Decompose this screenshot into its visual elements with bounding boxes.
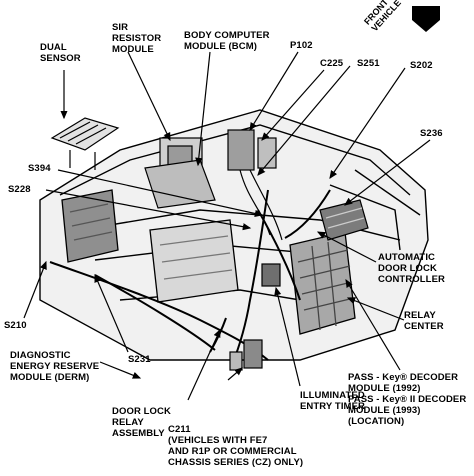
label-s251: S251 (357, 58, 380, 69)
leader-s210 (23, 260, 47, 319)
label-s210: S210 (4, 320, 27, 331)
leader-sir (127, 51, 171, 142)
label-s202: S202 (410, 60, 433, 71)
leader-lines (23, 51, 431, 401)
leader-derm (99, 361, 142, 379)
relay-center-drawing (289, 231, 356, 335)
label-s394: S394 (28, 163, 51, 174)
leader-s228 (45, 189, 252, 231)
wiring-harness (49, 189, 331, 366)
front-of-vehicle-arrow (412, 6, 440, 32)
leader-s251 (257, 65, 351, 176)
illuminated-entry-drawing (261, 263, 281, 287)
label-s236: S236 (420, 128, 443, 139)
leader-p102 (249, 51, 299, 132)
label-c225: C225 (320, 58, 344, 69)
leader-c225 (261, 69, 325, 141)
label-p102: P102 (290, 40, 313, 51)
leader-illuminated (274, 286, 301, 387)
leader-door-lock-ctrl (316, 231, 377, 263)
leader-pass-key (345, 278, 401, 371)
leader-c211 (227, 367, 243, 381)
label-s228: S228 (8, 184, 31, 195)
leader-relay-center (346, 297, 405, 321)
leader-s231 (94, 273, 129, 353)
derm-drawing (61, 189, 119, 263)
dual-sensor-drawing (50, 117, 120, 170)
center-module-drawing (149, 219, 239, 303)
leader-s202 (329, 67, 406, 179)
leader-door-lock-relay (187, 328, 221, 401)
leader-bcm (195, 51, 211, 167)
door-lock-relay-drawing (229, 339, 263, 371)
label-s231: S231 (128, 354, 151, 365)
leader-s236 (344, 139, 431, 206)
bcm-drawing (144, 159, 216, 209)
leader-s394 (57, 169, 264, 217)
connector-bundle (227, 129, 283, 241)
